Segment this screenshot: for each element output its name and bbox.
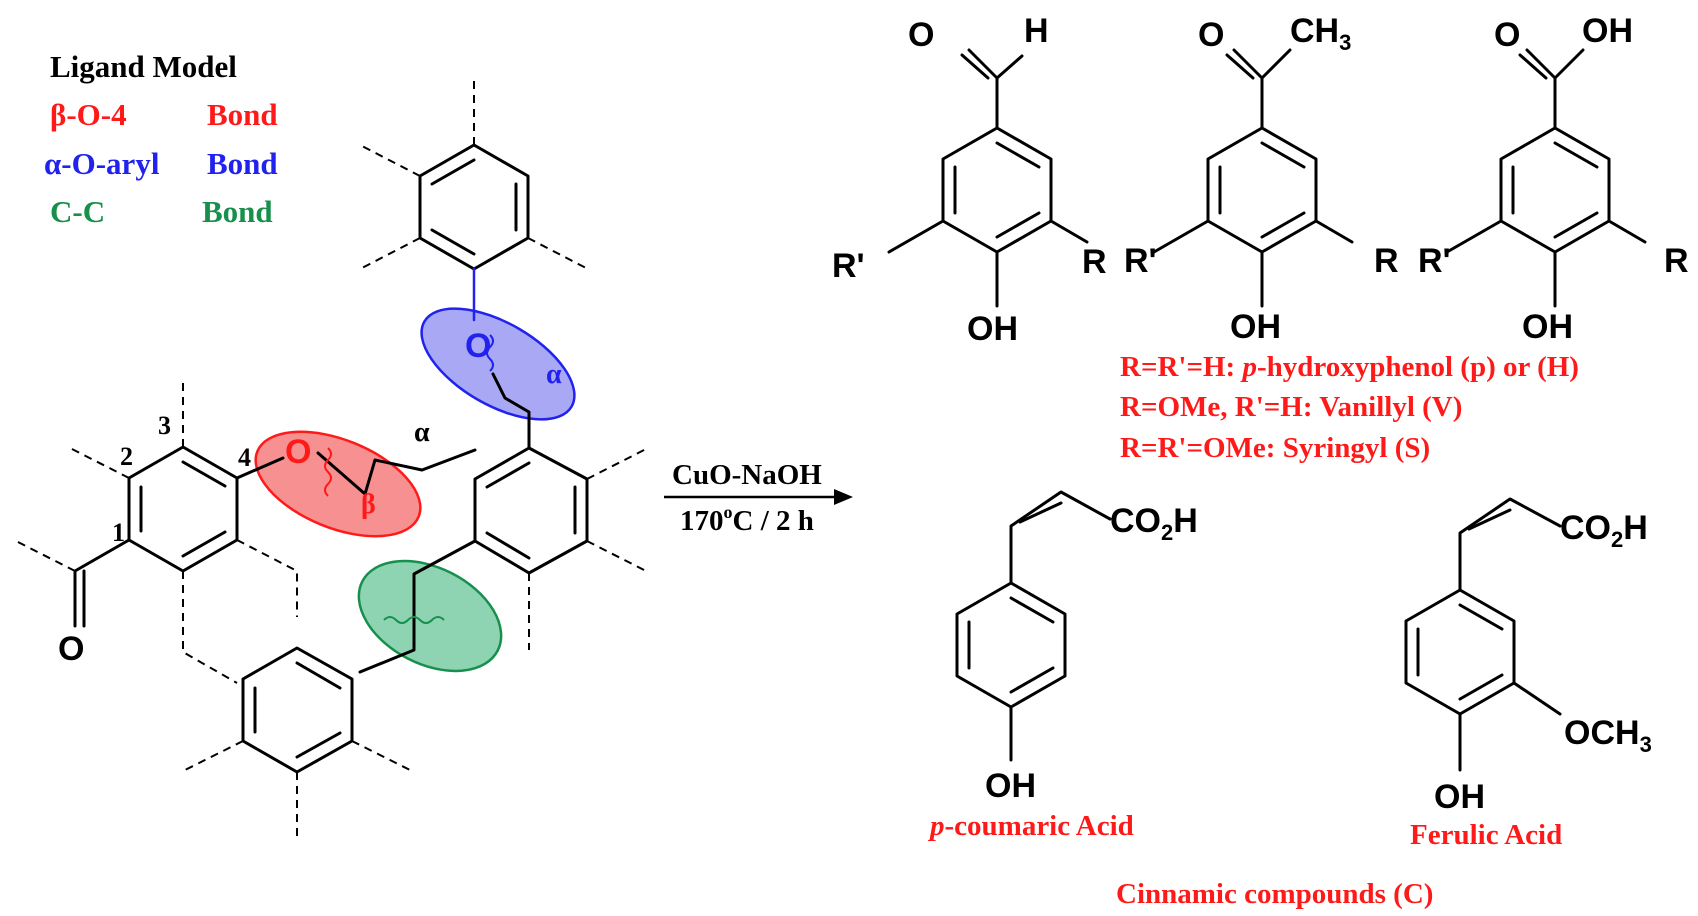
r-definitions: R=R'=H: p-hydroxyphenol (p) or (H) R=OMe… bbox=[1120, 351, 1579, 464]
coumaric-hydroxyl: OH bbox=[985, 767, 1036, 805]
aldehyde-hydroxyl: OH bbox=[967, 310, 1018, 348]
ferulic-carboxyl: CO2H bbox=[1560, 509, 1648, 552]
product-ketone: O CH3 R' R OH bbox=[1124, 12, 1399, 346]
definition-syringyl: R=R'=OMe: Syringyl (S) bbox=[1120, 432, 1430, 464]
conditions-label: 170oC / 2 h bbox=[680, 502, 814, 537]
c-c-cleavage-mark bbox=[383, 616, 445, 624]
ring-c bbox=[182, 646, 413, 837]
alpha-ether-oxygen: O bbox=[465, 327, 491, 365]
alpha-o-aryl-bond-highlight bbox=[420, 307, 576, 421]
legend-alpha-o-aryl-label: Bond bbox=[207, 146, 278, 181]
legend-beta-o4-label: Bond bbox=[207, 97, 278, 132]
acid-phenol-hydroxyl: OH bbox=[1522, 308, 1573, 346]
coumaric-name: p-coumaric Acid bbox=[927, 810, 1134, 842]
alpha-o-aryl-cleavage-mark bbox=[486, 334, 494, 372]
ring-position-2: 2 bbox=[120, 442, 133, 471]
aldehyde-hydrogen: H bbox=[1024, 12, 1049, 50]
ferulic-hydroxyl: OH bbox=[1434, 778, 1485, 816]
alpha-symbol-ring-a: α bbox=[414, 417, 430, 448]
reagent-label: CuO-NaOH bbox=[672, 459, 822, 491]
ring-b bbox=[358, 372, 649, 674]
acid-hydroxyl-group: OH bbox=[1582, 12, 1633, 50]
ferulic-acid: CO2H OCH3 OH Ferulic Acid bbox=[1404, 497, 1652, 851]
product-acid: O OH R' R OH bbox=[1418, 12, 1689, 346]
ring-a bbox=[13, 383, 477, 684]
p-coumaric-acid: CO2H OH p-coumaric Acid bbox=[927, 490, 1198, 842]
acid-carbonyl-oxygen: O bbox=[1494, 16, 1520, 54]
ketone-oxygen: O bbox=[1198, 16, 1224, 54]
product-aldehyde: O H R' R OH bbox=[832, 12, 1107, 348]
reaction-arrow: CuO-NaOH 170oC / 2 h bbox=[664, 459, 853, 537]
ferulic-methoxy: OCH3 bbox=[1564, 714, 1652, 757]
lignin-model: O O O 1 2 3 4 α β α bbox=[13, 80, 649, 837]
legend-c-c-label: Bond bbox=[202, 194, 273, 229]
aldehyde-r: R bbox=[1082, 243, 1107, 281]
ring-position-4: 4 bbox=[238, 443, 251, 472]
ring-position-1: 1 bbox=[112, 518, 125, 547]
cinnamic-compounds-label: Cinnamic compounds (C) bbox=[1116, 878, 1433, 910]
carbonyl-oxygen: O bbox=[58, 630, 84, 668]
definition-h: R=R'=H: p-hydroxyphenol (p) or (H) bbox=[1120, 351, 1579, 383]
aldehyde-r-prime: R' bbox=[832, 247, 865, 285]
definition-vanillyl: R=OMe, R'=H: Vanillyl (V) bbox=[1120, 391, 1462, 423]
beta-ether-oxygen: O bbox=[285, 433, 311, 471]
acid-r-prime: R' bbox=[1418, 242, 1451, 280]
beta-o4-bond-highlight bbox=[254, 430, 422, 538]
ferulic-name: Ferulic Acid bbox=[1410, 819, 1562, 851]
beta-o4-cleavage-mark bbox=[324, 447, 332, 497]
legend-alpha-o-aryl-name: α-O-aryl bbox=[44, 146, 160, 181]
coumaric-carboxyl: CO2H bbox=[1110, 502, 1198, 545]
ketone-r-prime: R' bbox=[1124, 242, 1157, 280]
acid-r: R bbox=[1664, 242, 1689, 280]
ketone-hydroxyl: OH bbox=[1230, 308, 1281, 346]
legend-beta-o4-name: β-O-4 bbox=[50, 97, 127, 132]
ketone-methyl: CH3 bbox=[1290, 12, 1351, 55]
ring-position-3: 3 bbox=[158, 411, 171, 440]
legend-title: Ligand Model bbox=[50, 49, 237, 84]
legend-c-c-name: C-C bbox=[50, 194, 105, 229]
beta-symbol: β bbox=[361, 489, 376, 520]
legend: Ligand Model β-O-4 Bond α-O-aryl Bond C-… bbox=[44, 49, 278, 229]
ring-d bbox=[359, 80, 589, 322]
aldehyde-oxygen: O bbox=[908, 16, 934, 54]
c-c-bond-highlight bbox=[357, 559, 503, 673]
alpha-symbol-blue: α bbox=[546, 359, 562, 390]
ketone-r: R bbox=[1374, 242, 1399, 280]
